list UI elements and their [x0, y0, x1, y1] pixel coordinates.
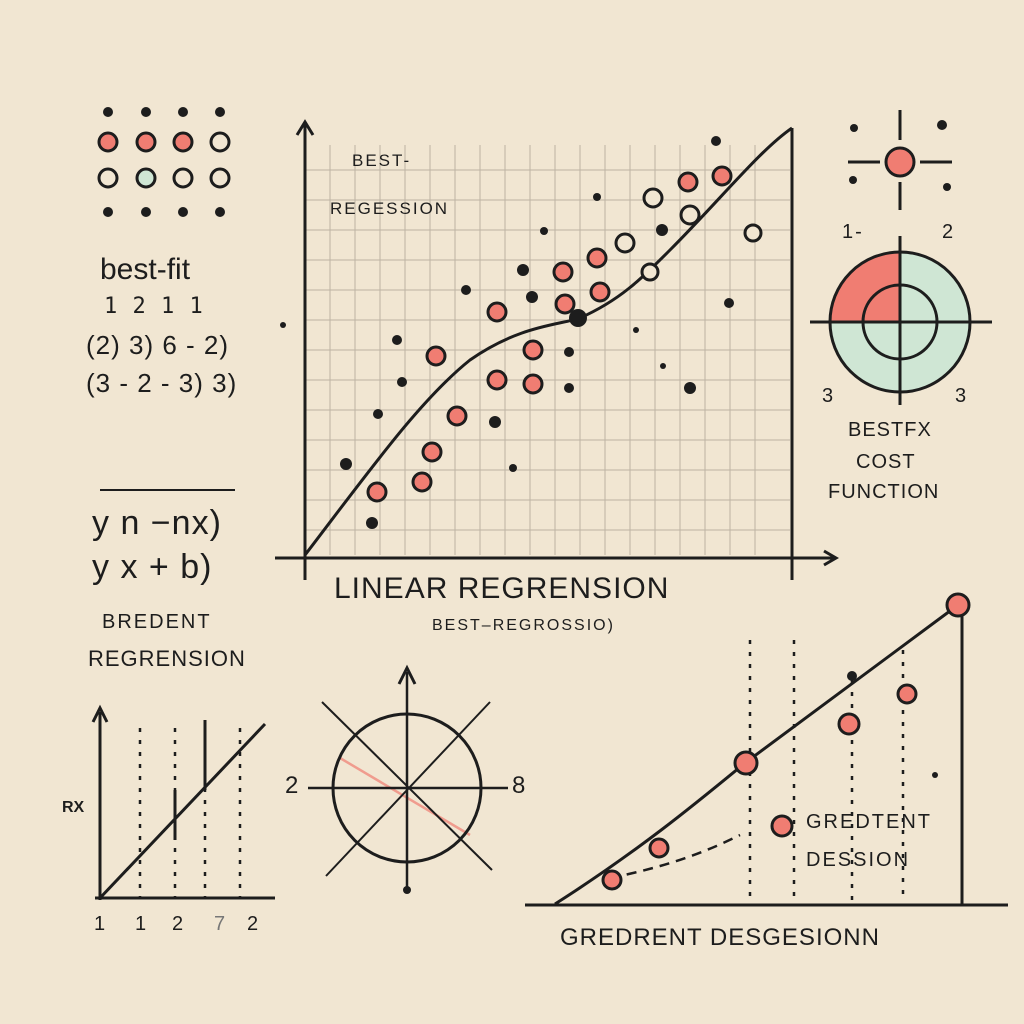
cost-label-2: COST	[856, 451, 916, 473]
small-line-plot	[91, 704, 275, 900]
equation-caption-1: BRЕDENT	[102, 611, 212, 633]
legend-row-3: (3 - 2 - 3) 3)	[86, 368, 238, 398]
circle-right-label: 8	[512, 772, 527, 799]
small-plot-tick-4: 2	[247, 913, 261, 935]
best-fit-title: best-fit	[100, 253, 191, 286]
small-plot-tick-2: 2	[172, 913, 186, 935]
gradient-descent-plot	[525, 592, 1008, 907]
gradient-inner-label-1: GREDTENT	[806, 811, 932, 833]
cost-num-left-bottom: 3	[822, 385, 836, 407]
cost-label-3: FUNCTION	[828, 481, 940, 503]
unit-circle-diagram	[308, 664, 508, 894]
main-plot-grid	[305, 145, 790, 555]
main-scatter-plot	[275, 119, 839, 580]
cost-num-right-bottom: 3	[955, 385, 969, 407]
crosshair-icon	[848, 110, 952, 210]
small-plot-tick-3: 7	[214, 913, 228, 935]
cost-num-left-top: 1-	[842, 221, 864, 243]
scatter-points	[340, 136, 763, 529]
equation-caption-2: REGRENSION	[88, 646, 246, 671]
gradient-plot-title: GREDRENT DESGESIONN	[560, 924, 880, 951]
main-inner-label-1: BEST-	[352, 151, 412, 170]
legend-row-1: 1 2 1 1	[104, 294, 204, 319]
small-plot-tick-0: 1	[94, 913, 108, 935]
cost-label-1: BESTFX	[848, 419, 932, 441]
gradient-inner-label-2: DESSION	[806, 849, 911, 871]
legend-row-2: (2) 3) 6 - 2)	[86, 330, 230, 360]
main-plot-title: LINEAR REGRENSION	[334, 572, 670, 605]
cost-num-right-top: 2	[942, 221, 956, 243]
equation-line-2: y x + b)	[92, 548, 213, 586]
circle-left-label: 2	[285, 772, 300, 799]
small-plot-tick-1: 1	[135, 913, 149, 935]
small-plot-y-label: RX	[62, 799, 85, 816]
dot-matrix-icon	[97, 107, 231, 217]
main-plot-subtitle: BEST–REGROSSIO)	[432, 617, 615, 634]
main-inner-label-2: REGESSION	[330, 199, 450, 218]
equation-line-1: y n −nx)	[92, 504, 222, 542]
cost-function-target-icon	[810, 236, 992, 405]
